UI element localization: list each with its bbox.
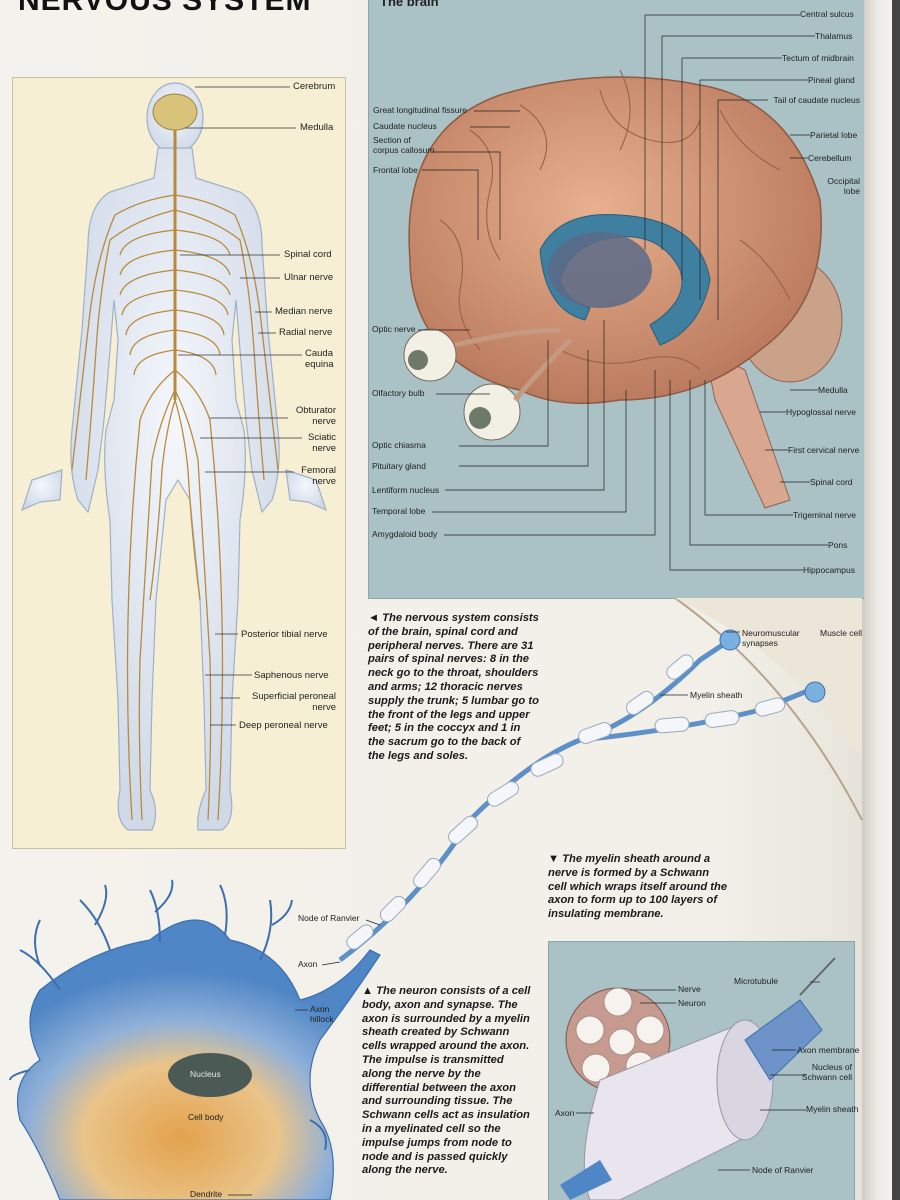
label-axon-section: Axon — [555, 1108, 574, 1118]
label-nerve: Nerve — [678, 984, 701, 994]
microtubule-strand — [800, 958, 835, 995]
label-nucleus-of-schwann-cell: Nucleus of Schwann cell — [800, 1062, 852, 1082]
label-microtubule: Microtubule — [734, 976, 778, 986]
label-node-of-ranvier-section: Node of Ranvier — [752, 1165, 813, 1175]
label-axon-membrane: Axon membrane — [797, 1045, 859, 1055]
label-myelin-sheath-section: Myelin sheath — [806, 1104, 858, 1114]
label-neuron: Neuron — [678, 998, 706, 1008]
